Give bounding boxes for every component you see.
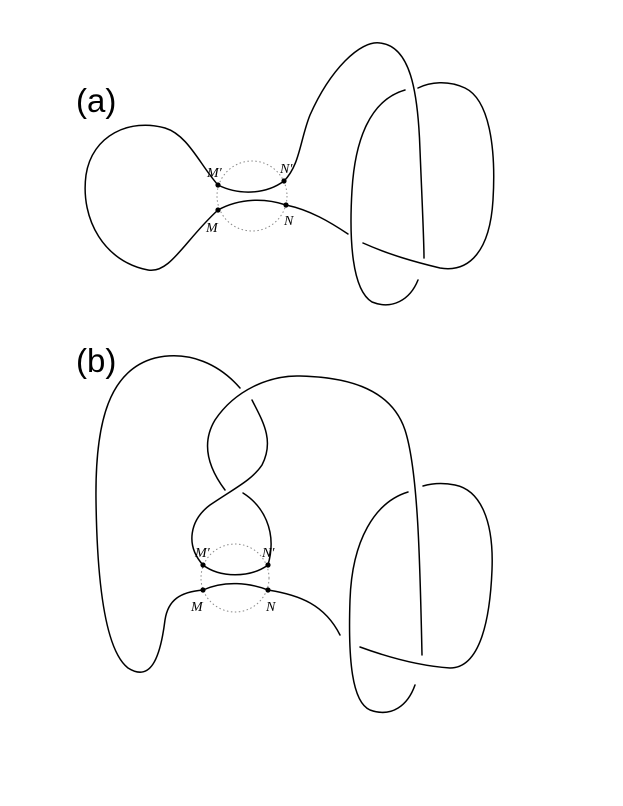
panel-b-tangle-arc-bottom [202, 582, 269, 591]
panel-b-point-m-prime [200, 562, 206, 568]
panel-b-tangle-arc-top [202, 564, 269, 576]
panel-b-point-m [200, 587, 206, 593]
panel-a-point-n [283, 202, 289, 208]
panel-b: (b) M′ N′ M N [76, 342, 493, 714]
panel-a-label-m-prime: M′ [206, 166, 223, 181]
panel-a-point-m-prime [215, 182, 221, 188]
panel-b-point-n [265, 587, 271, 593]
panel-b-twist-lower [242, 492, 272, 566]
panel-b-twist-right [206, 375, 423, 656]
panel-a-label: (a) [76, 82, 116, 119]
panel-a-point-m [215, 207, 221, 213]
panel-a-label-m: M [205, 221, 219, 236]
panel-b-label-n-prime: N′ [261, 546, 275, 561]
panel-b-tangle-circle [200, 543, 270, 613]
panel-b-label-n: N [265, 600, 276, 615]
panel-a-label-n-prime: N′ [279, 162, 293, 177]
panel-a-right-strand-top [283, 42, 425, 259]
panel-a-right-strand-bottom [285, 204, 349, 235]
panel-a: (a) M′ N′ M N [76, 42, 495, 306]
panel-a-label-n: N [283, 214, 294, 229]
panel-a-point-n-prime [281, 178, 287, 184]
panel-a-tangle-arc-bottom [217, 199, 287, 211]
panel-b-point-n-prime [265, 562, 271, 568]
panel-a-inner-loop [350, 89, 419, 306]
panel-b-left-lobe [95, 355, 241, 673]
panel-b-label-m: M [190, 600, 204, 615]
panel-a-tangle-circle [216, 160, 288, 232]
panel-a-tangle-arc-top [217, 180, 285, 193]
panel-b-label-m-prime: M′ [194, 546, 211, 561]
panel-b-lower-crossing [359, 482, 493, 669]
panel-b-twist-left [191, 399, 269, 566]
panel-b-right-strand-bottom [267, 589, 341, 636]
panel-a-lower-crossing [362, 82, 495, 270]
panel-b-label: (b) [76, 342, 116, 379]
panel-a-upper-strand [84, 124, 219, 271]
panel-b-inner-loop [348, 491, 416, 714]
